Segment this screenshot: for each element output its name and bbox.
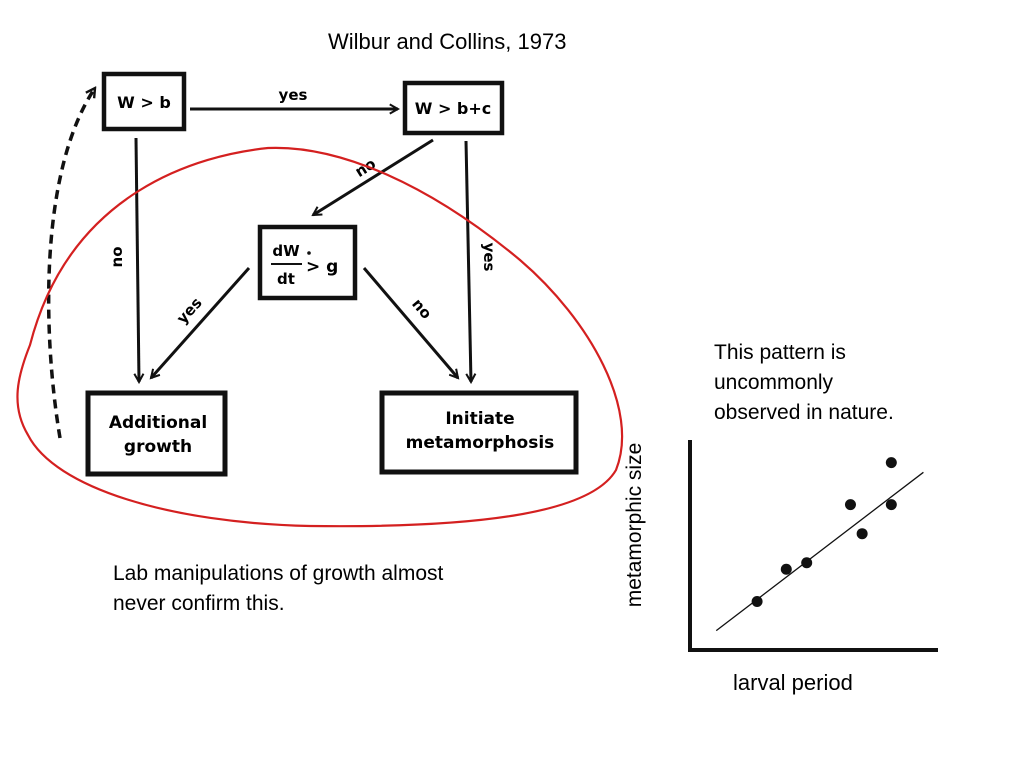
data-point [844, 499, 856, 511]
note-lab-manipulations: Lab manipulations of growth almost never… [113, 562, 444, 615]
edge-label-no-left: no [108, 247, 126, 268]
box-initiate-metamorphosis: Initiate metamorphosis [379, 390, 579, 475]
trend-line [715, 471, 924, 632]
highlight-ellipse [16, 146, 624, 528]
data-point [801, 557, 813, 569]
box-meta-line2: metamorphosis [406, 433, 555, 453]
box-w-gt-b: W > b [101, 71, 187, 132]
box-dw-denominator: dt [277, 270, 295, 288]
box-w-gt-b-label: W > b [117, 93, 171, 112]
slide-title: Wilbur and Collins, 1973 [328, 29, 567, 54]
box-w-gt-bc-label: W > b+c [415, 99, 492, 118]
data-point [856, 528, 868, 540]
dashed-feedback-arrow [46, 88, 97, 439]
dot-mark [307, 251, 311, 255]
y-axis-label: metamorphic size [623, 442, 646, 608]
data-point [780, 563, 792, 575]
box-growth-line2: growth [124, 437, 192, 457]
edge-label-yes-top: yes [279, 86, 308, 104]
arrow-wb-to-growth [136, 137, 139, 382]
data-point [751, 596, 763, 608]
arrow-wbc-to-dw [313, 138, 434, 217]
x-axis-label: larval period [733, 670, 853, 695]
data-point [885, 457, 897, 469]
box-meta-line1: Initiate [445, 409, 514, 429]
arrow-dw-to-growth [151, 267, 251, 378]
note-uncommon-pattern: This pattern is uncommonly observed in n… [714, 341, 894, 424]
box-dw-dt-gt-g: dW dt > g [257, 224, 358, 301]
edge-label-yes-right: yes [480, 243, 498, 272]
box-w-gt-bc: W > b+c [402, 80, 505, 136]
box-dw-numerator: dW [272, 242, 300, 260]
box-additional-growth: Additional growth [85, 390, 228, 477]
data-point [885, 499, 897, 511]
arrow-wbc-to-metamorphosis [464, 140, 471, 382]
box-growth-line1: Additional [109, 413, 207, 433]
arrow-dw-to-metamorphosis [362, 267, 458, 378]
box-dw-relation: > g [306, 257, 338, 277]
